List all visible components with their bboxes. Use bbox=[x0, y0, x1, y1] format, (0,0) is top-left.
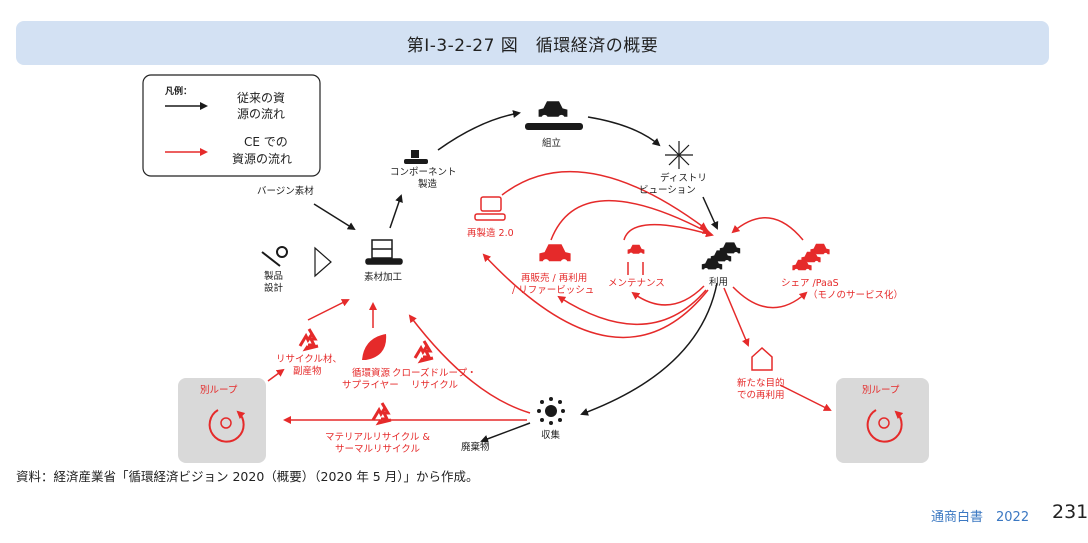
collection-icon bbox=[537, 397, 565, 425]
closed-loop-icon bbox=[413, 339, 435, 363]
maintenance-label: メンテナンス bbox=[608, 278, 665, 289]
component-label-2: 製造 bbox=[418, 178, 438, 190]
legend: 凡例： 従来の資 源の流れ CE での 資源の流れ bbox=[142, 74, 321, 177]
share-label-2: （モノのサービス化） bbox=[808, 289, 903, 301]
product-design-icon bbox=[261, 246, 288, 267]
material-thermal-label-1: マテリアルリサイクル & bbox=[325, 432, 430, 443]
collection-label: 収集 bbox=[541, 429, 561, 441]
resale-car-icon bbox=[539, 244, 571, 266]
distribution-icon bbox=[665, 141, 693, 169]
gear-icon bbox=[220, 417, 232, 429]
resale-label-2: / リファービッシュ bbox=[512, 285, 594, 296]
legend-black-label-1: 従来の資 bbox=[237, 91, 285, 105]
leaf-icon bbox=[362, 334, 387, 360]
traditional-flow-arrows bbox=[313, 110, 719, 443]
closed-loop-label-2: リサイクル bbox=[411, 380, 459, 391]
new-purpose-icon bbox=[751, 346, 773, 371]
component-icon bbox=[404, 150, 428, 164]
other-loop-left-label: 別ループ bbox=[200, 385, 238, 396]
recycled-material-icon bbox=[298, 327, 320, 351]
source-note: 資料：経済産業省「循環経済ビジョン 2020（概要）（2020 年 5 月）」か… bbox=[16, 469, 479, 484]
recycled-material-label-2: 副産物 bbox=[293, 365, 322, 377]
waste-label: 廃棄物 bbox=[461, 441, 490, 453]
new-purpose-label-2: での再利用 bbox=[737, 389, 785, 401]
assembly-label: 組立 bbox=[542, 137, 561, 149]
circular-supplier-label-1: 循環資源 bbox=[352, 367, 391, 379]
process-chevron bbox=[314, 246, 332, 278]
legend-red-label-2: 資源の流れ bbox=[232, 152, 292, 166]
material-processing-icon bbox=[365, 239, 403, 265]
component-label-1: コンポーネント bbox=[390, 167, 457, 178]
distribution-label-1: ディストリ bbox=[660, 172, 707, 184]
other-loop-right: 別ループ bbox=[836, 378, 929, 463]
remanufacture-label: 再製造 2.0 bbox=[467, 227, 514, 239]
gear-icon bbox=[878, 417, 890, 429]
share-cars-icon bbox=[792, 243, 830, 274]
remanufacture-icon bbox=[474, 196, 506, 221]
resale-label-1: 再販売 / 再利用 bbox=[521, 272, 587, 284]
figure-title-text: 第Ⅰ-3-2-27 図 循環経済の概要 bbox=[406, 35, 659, 56]
use-label: 利用 bbox=[709, 276, 728, 288]
share-label-1: シェア /PaaS bbox=[781, 278, 839, 289]
circular-flow-arrows bbox=[267, 170, 832, 424]
legend-heading: 凡例： bbox=[164, 85, 192, 97]
circular-supplier-label-2: サプライヤー bbox=[342, 380, 399, 391]
virgin-material-label: バージン素材 bbox=[257, 185, 314, 197]
page-number: 231 bbox=[1052, 501, 1088, 523]
other-loop-right-label: 別ループ bbox=[862, 385, 900, 396]
legend-box bbox=[142, 74, 321, 177]
legend-black-label-2: 源の流れ bbox=[237, 107, 285, 121]
material-processing-label: 素材加工 bbox=[364, 271, 403, 283]
new-purpose-label-1: 新たな目的 bbox=[737, 377, 785, 389]
recycled-material-label-1: リサイクル材、 bbox=[276, 353, 342, 365]
material-thermal-label-2: サーマルリサイクル bbox=[335, 444, 421, 455]
figure-title: 第Ⅰ-3-2-27 図 循環経済の概要 bbox=[16, 21, 1049, 65]
footer-label: 通商白書 2022 bbox=[931, 510, 1030, 525]
other-loop-left: 別ループ bbox=[178, 378, 266, 463]
distribution-label-2: ビューション bbox=[639, 185, 696, 196]
car-assembly-icon bbox=[525, 101, 583, 130]
product-design-label-1: 製品 bbox=[264, 270, 283, 282]
loop-arrow-icon bbox=[866, 409, 904, 443]
maintenance-icon bbox=[627, 244, 645, 275]
loop-arrow-icon bbox=[208, 409, 246, 443]
closed-loop-label-1: クローズドループ・ bbox=[392, 367, 476, 379]
legend-red-label-1: CE での bbox=[244, 135, 288, 149]
product-design-label-2: 設計 bbox=[264, 282, 284, 294]
use-cars-icon bbox=[701, 242, 741, 273]
